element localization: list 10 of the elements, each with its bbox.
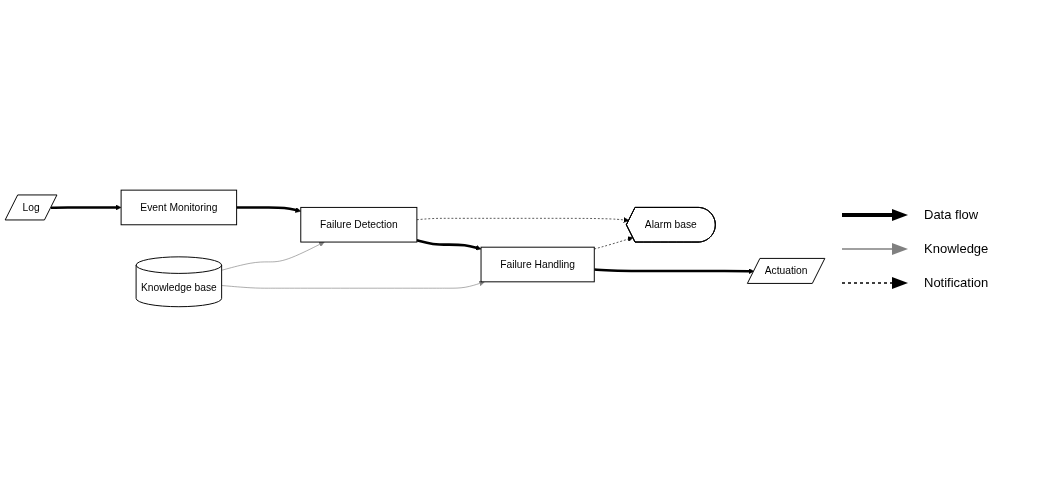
legend-text: Data flow: [924, 207, 979, 222]
node-box: Failure Handling: [480, 246, 595, 283]
node-box: Event Monitoring: [120, 189, 238, 226]
arrow: [51, 204, 122, 211]
arrow: [416, 239, 482, 251]
legend-text: Knowledge: [924, 241, 989, 256]
node-box: Failure Detection: [300, 207, 418, 243]
arrow: [236, 206, 302, 213]
arrow: [594, 268, 755, 275]
legend-text: Notification: [924, 275, 989, 290]
